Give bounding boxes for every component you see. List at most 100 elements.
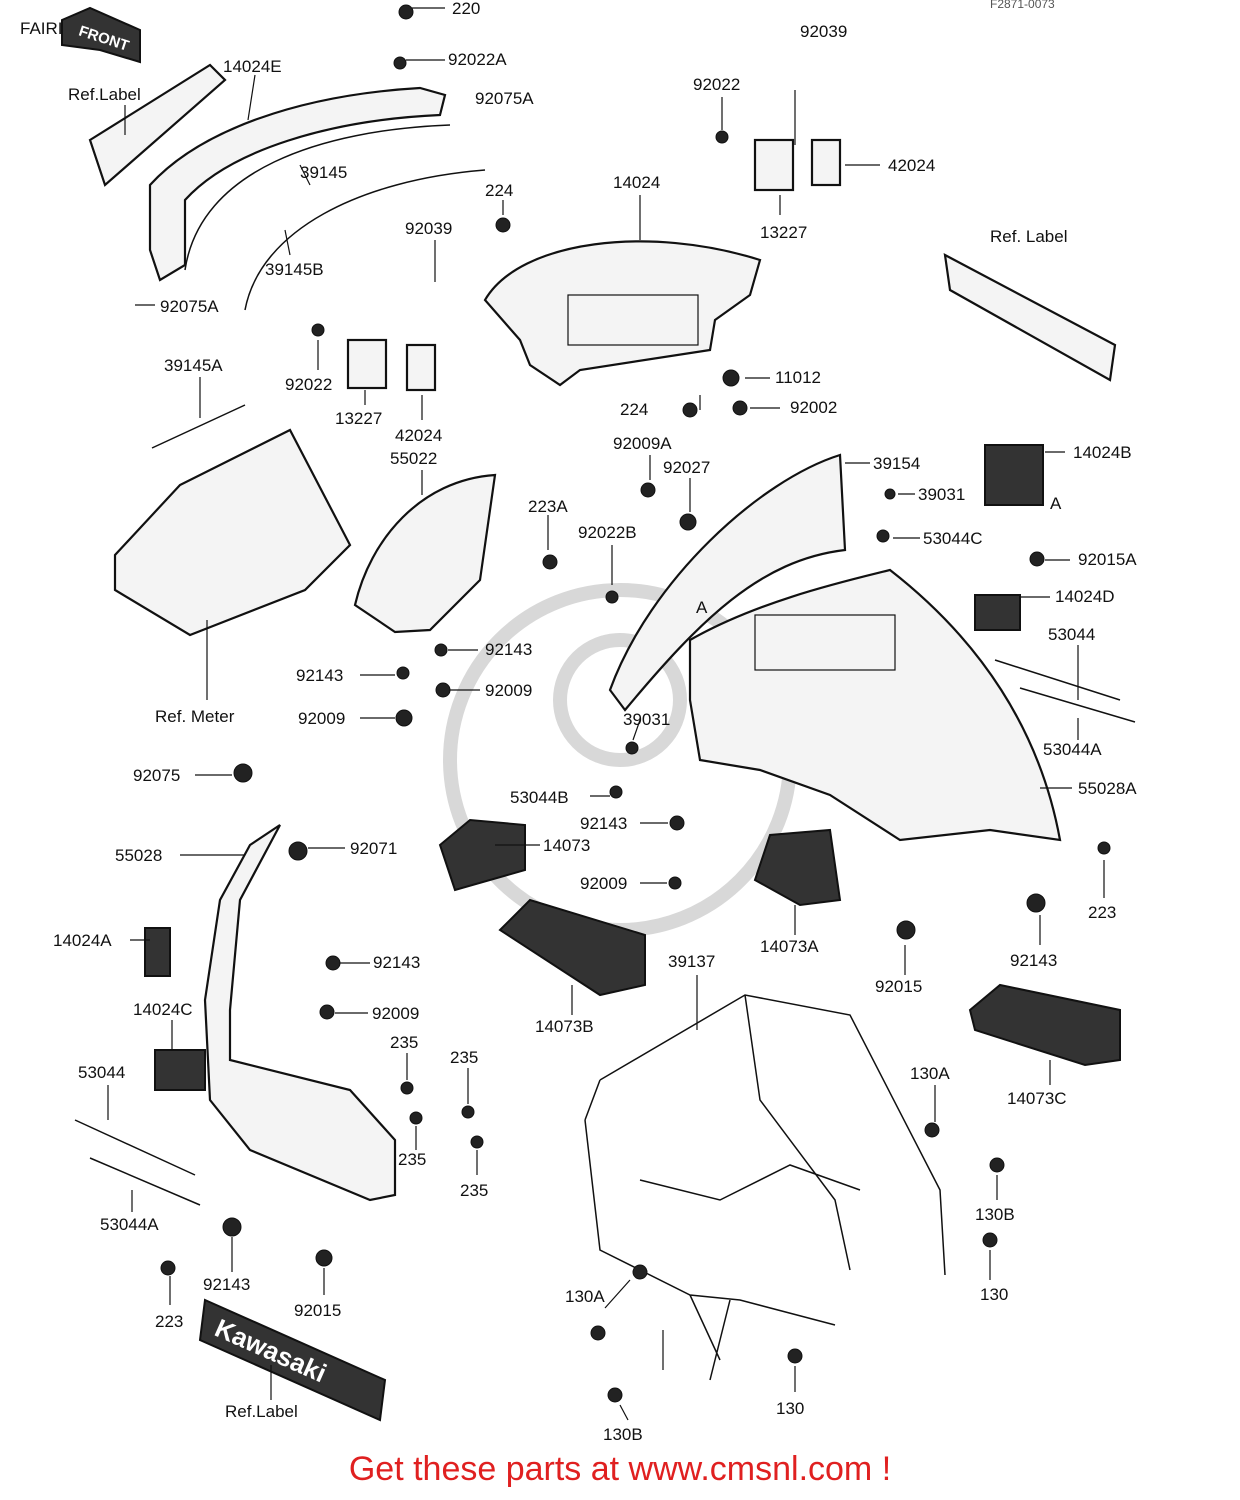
label-92143-e: 92143 — [1010, 951, 1057, 970]
label-42024-mid: 42024 — [395, 426, 442, 445]
clip-42024-upper — [810, 138, 842, 187]
label-53044A-left: 53044A — [100, 1215, 159, 1234]
upper-panel-14024 — [483, 240, 762, 387]
label-235-d: 235 — [460, 1181, 488, 1200]
fairing-bracket-39137 — [584, 994, 946, 1381]
label-ref-meter: Ref. Meter — [155, 707, 235, 726]
label-235-b: 235 — [450, 1048, 478, 1067]
label-92027: 92027 — [663, 458, 710, 477]
label-92039-mid: 92039 — [405, 219, 452, 238]
label-13227-mid: 13227 — [335, 409, 382, 428]
label-92071: 92071 — [350, 839, 397, 858]
label-ref-label-right: Ref. Label — [990, 227, 1068, 246]
duct-14073C — [968, 983, 1121, 1067]
part-labels: 220 92022A 92039 14024E Ref.Label 92075A… — [53, 0, 1137, 1444]
label-92009-a: 92009 — [485, 681, 532, 700]
label-14024A: 14024A — [53, 931, 112, 950]
label-130B-right: 130B — [975, 1205, 1015, 1224]
mark-A-right: A — [1050, 494, 1062, 513]
label-39145A: 39145A — [164, 356, 223, 375]
label-92009-d: 92009 — [372, 1004, 419, 1023]
duct-cover-14024C — [154, 1049, 206, 1091]
lower-cowl-55028 — [203, 824, 397, 1202]
label-92015A: 92015A — [1078, 550, 1137, 569]
label-ref-label-top: Ref.Label — [68, 85, 141, 104]
label-39031-mid: 39031 — [623, 710, 670, 729]
label-14073: 14073 — [543, 836, 590, 855]
label-220: 220 — [452, 0, 480, 18]
strip-53044A-right — [1019, 687, 1136, 723]
mark-A-left: A — [696, 598, 708, 617]
strip-53044A-left — [89, 1157, 201, 1206]
label-14024E: 14024E — [223, 57, 282, 76]
duct-14073 — [438, 818, 526, 892]
grommet-13227-lower — [346, 338, 388, 390]
label-13227-top: 13227 — [760, 223, 807, 242]
label-224-top: 224 — [485, 181, 513, 200]
meter-housing — [113, 428, 352, 637]
label-42024-top: 42024 — [888, 156, 935, 175]
label-92143-a: 92143 — [485, 640, 532, 659]
label-92022-mid: 92022 — [285, 375, 332, 394]
label-11012: 11012 — [775, 368, 821, 387]
leader-lines — [107, 7, 1105, 1421]
footer-link[interactable]: Get these parts at www.cmsnl.com ! — [348, 1450, 892, 1488]
bezel-55022 — [353, 473, 497, 634]
label-14024D: 14024D — [1055, 587, 1115, 606]
label-223-right: 223 — [1088, 903, 1116, 922]
strip-53044-left — [74, 1119, 196, 1176]
label-14073B: 14073B — [535, 1017, 594, 1036]
label-92075A-top: 92075A — [475, 89, 534, 108]
duct-cover-14024A — [144, 927, 171, 977]
label-55028: 55028 — [115, 846, 162, 865]
label-130A-left: 130A — [565, 1287, 605, 1306]
label-92002: 92002 — [790, 398, 837, 417]
label-130-right: 130 — [980, 1285, 1008, 1304]
label-130-bottom: 130 — [776, 1399, 804, 1418]
grommet-13227-upper — [753, 138, 795, 192]
label-92015-right: 92015 — [875, 977, 922, 996]
label-92075A-left: 92075A — [160, 297, 219, 316]
label-14024C: 14024C — [133, 1000, 193, 1019]
duct-cover-14024B — [984, 444, 1044, 506]
label-92143-f: 92143 — [203, 1275, 250, 1294]
ref-label-plate — [88, 63, 227, 187]
label-92022A: 92022A — [448, 50, 507, 69]
duct-cover-14024D — [974, 594, 1021, 631]
molding-39145B — [244, 169, 486, 311]
label-39031-top: 39031 — [918, 485, 965, 504]
label-92015-left: 92015 — [294, 1301, 341, 1320]
label-39137: 39137 — [668, 952, 715, 971]
label-235-c: 235 — [398, 1150, 426, 1169]
label-92022-top: 92022 — [693, 75, 740, 94]
garnish-14024E — [148, 86, 447, 282]
clip-42024-lower — [405, 343, 437, 392]
label-235-a: 235 — [390, 1033, 418, 1052]
upper-panel-window — [567, 294, 699, 346]
label-92143-b: 92143 — [296, 666, 343, 685]
label-92143-c: 92143 — [580, 814, 627, 833]
label-130B-bottom: 130B — [603, 1425, 643, 1444]
figure-code: F2871-0073 — [990, 0, 1055, 11]
label-224-mid: 224 — [620, 400, 648, 419]
hardware-fasteners — [160, 4, 1111, 1403]
label-55022: 55022 — [390, 449, 437, 468]
label-14073C: 14073C — [1007, 1089, 1067, 1108]
label-53044-left: 53044 — [78, 1063, 125, 1082]
label-92075: 92075 — [133, 766, 180, 785]
label-14024B: 14024B — [1073, 443, 1132, 462]
label-92009-c: 92009 — [580, 874, 627, 893]
label-223-left: 223 — [155, 1312, 183, 1331]
windshield-39154 — [608, 453, 847, 712]
label-39145B: 39145B — [265, 260, 324, 279]
label-53044B: 53044B — [510, 788, 569, 807]
label-14073A: 14073A — [760, 937, 819, 956]
label-130A-right: 130A — [910, 1064, 950, 1083]
molding-39145 — [184, 124, 451, 271]
label-92009-b: 92009 — [298, 709, 345, 728]
label-14024: 14024 — [613, 173, 660, 192]
label-55028A: 55028A — [1078, 779, 1137, 798]
label-92009A: 92009A — [613, 434, 672, 453]
label-53044-right: 53044 — [1048, 625, 1095, 644]
